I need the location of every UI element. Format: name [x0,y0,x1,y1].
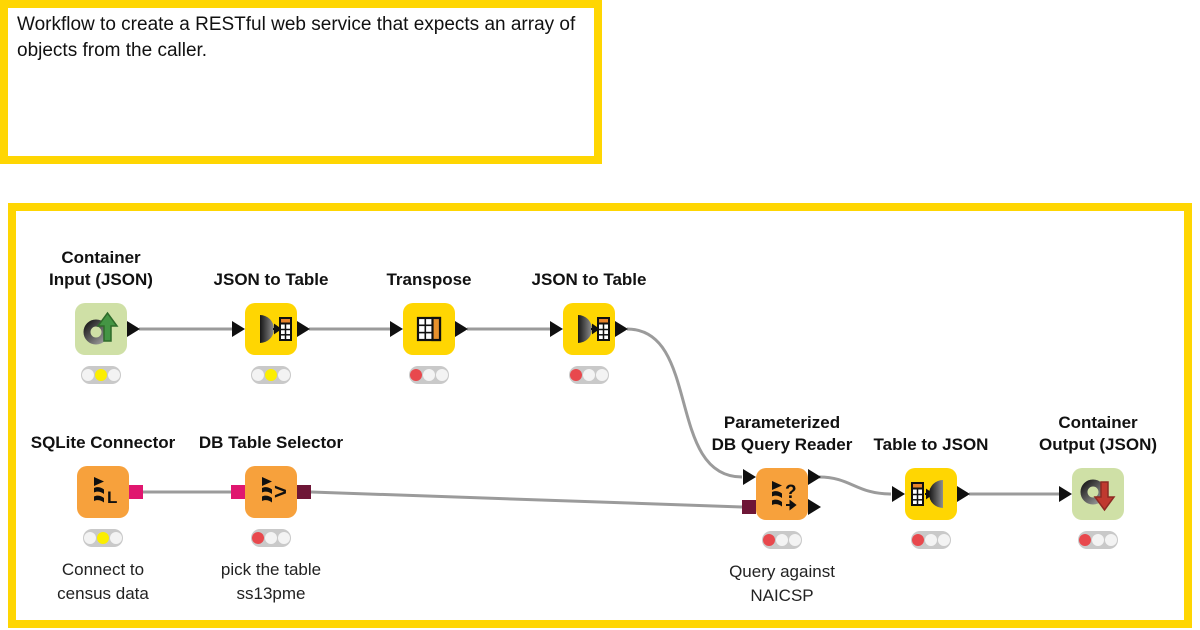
json-to-table-icon[interactable] [550,303,628,355]
traffic-light [569,366,609,384]
transpose-icon[interactable] [390,303,468,355]
output-port-triangle-top[interactable] [808,469,821,485]
svg-text:?: ? [785,482,797,503]
db-query-reader-icon[interactable]: ? [742,468,821,520]
output-port-triangle[interactable] [615,321,628,337]
node-title: SQLite Connector [30,433,176,452]
output-port-triangle[interactable] [455,321,468,337]
traffic-light [762,531,802,549]
node-title: DB Table Selector [198,433,344,452]
node-json-to-table-2[interactable]: JSON to Table [532,270,646,384]
traffic-light [83,529,123,547]
node-title: Transpose [386,270,472,289]
sqlite-connector-icon[interactable]: L [77,466,143,518]
db-session-input-port[interactable] [742,500,756,514]
container-input-icon[interactable] [75,303,140,355]
traffic-light [81,366,121,384]
input-port-triangle-top[interactable] [743,469,756,485]
node-title: Table to JSON [873,435,989,454]
table-to-json-icon[interactable] [892,468,970,520]
db-output-port[interactable] [129,485,143,499]
output-port-triangle-bottom[interactable] [808,499,821,515]
svg-text:L: L [107,488,117,507]
node-title: JSON to Table [531,270,647,289]
workflow-frame-annotation[interactable] [8,203,1192,628]
traffic-light [251,366,291,384]
input-port-triangle[interactable] [390,321,403,337]
node-title: JSON to Table [213,270,329,289]
output-port-triangle[interactable] [297,321,310,337]
input-port-triangle[interactable] [1059,486,1072,502]
traffic-light [409,366,449,384]
input-port-triangle[interactable] [892,486,905,502]
traffic-light [1078,531,1118,549]
output-port-triangle[interactable] [957,486,970,502]
traffic-light [251,529,291,547]
db-table-selector-icon[interactable]: > [231,466,311,518]
svg-text:>: > [274,479,287,504]
input-port-triangle[interactable] [550,321,563,337]
output-port-triangle[interactable] [127,321,140,337]
node-transpose[interactable]: Transpose [386,270,472,384]
node-json-to-table-1[interactable]: JSON to Table [214,270,328,384]
db-session-output-port[interactable] [297,485,311,499]
db-input-port[interactable] [231,485,245,499]
json-to-table-icon[interactable] [232,303,310,355]
input-port-triangle[interactable] [232,321,245,337]
container-output-icon[interactable] [1059,468,1124,520]
workflow-annotation[interactable]: Workflow to create a RESTful web service… [0,0,602,164]
node-table-to-json[interactable]: Table to JSON [874,435,988,549]
annotation-text: Workflow to create a RESTful web service… [17,14,576,61]
traffic-light [911,531,951,549]
